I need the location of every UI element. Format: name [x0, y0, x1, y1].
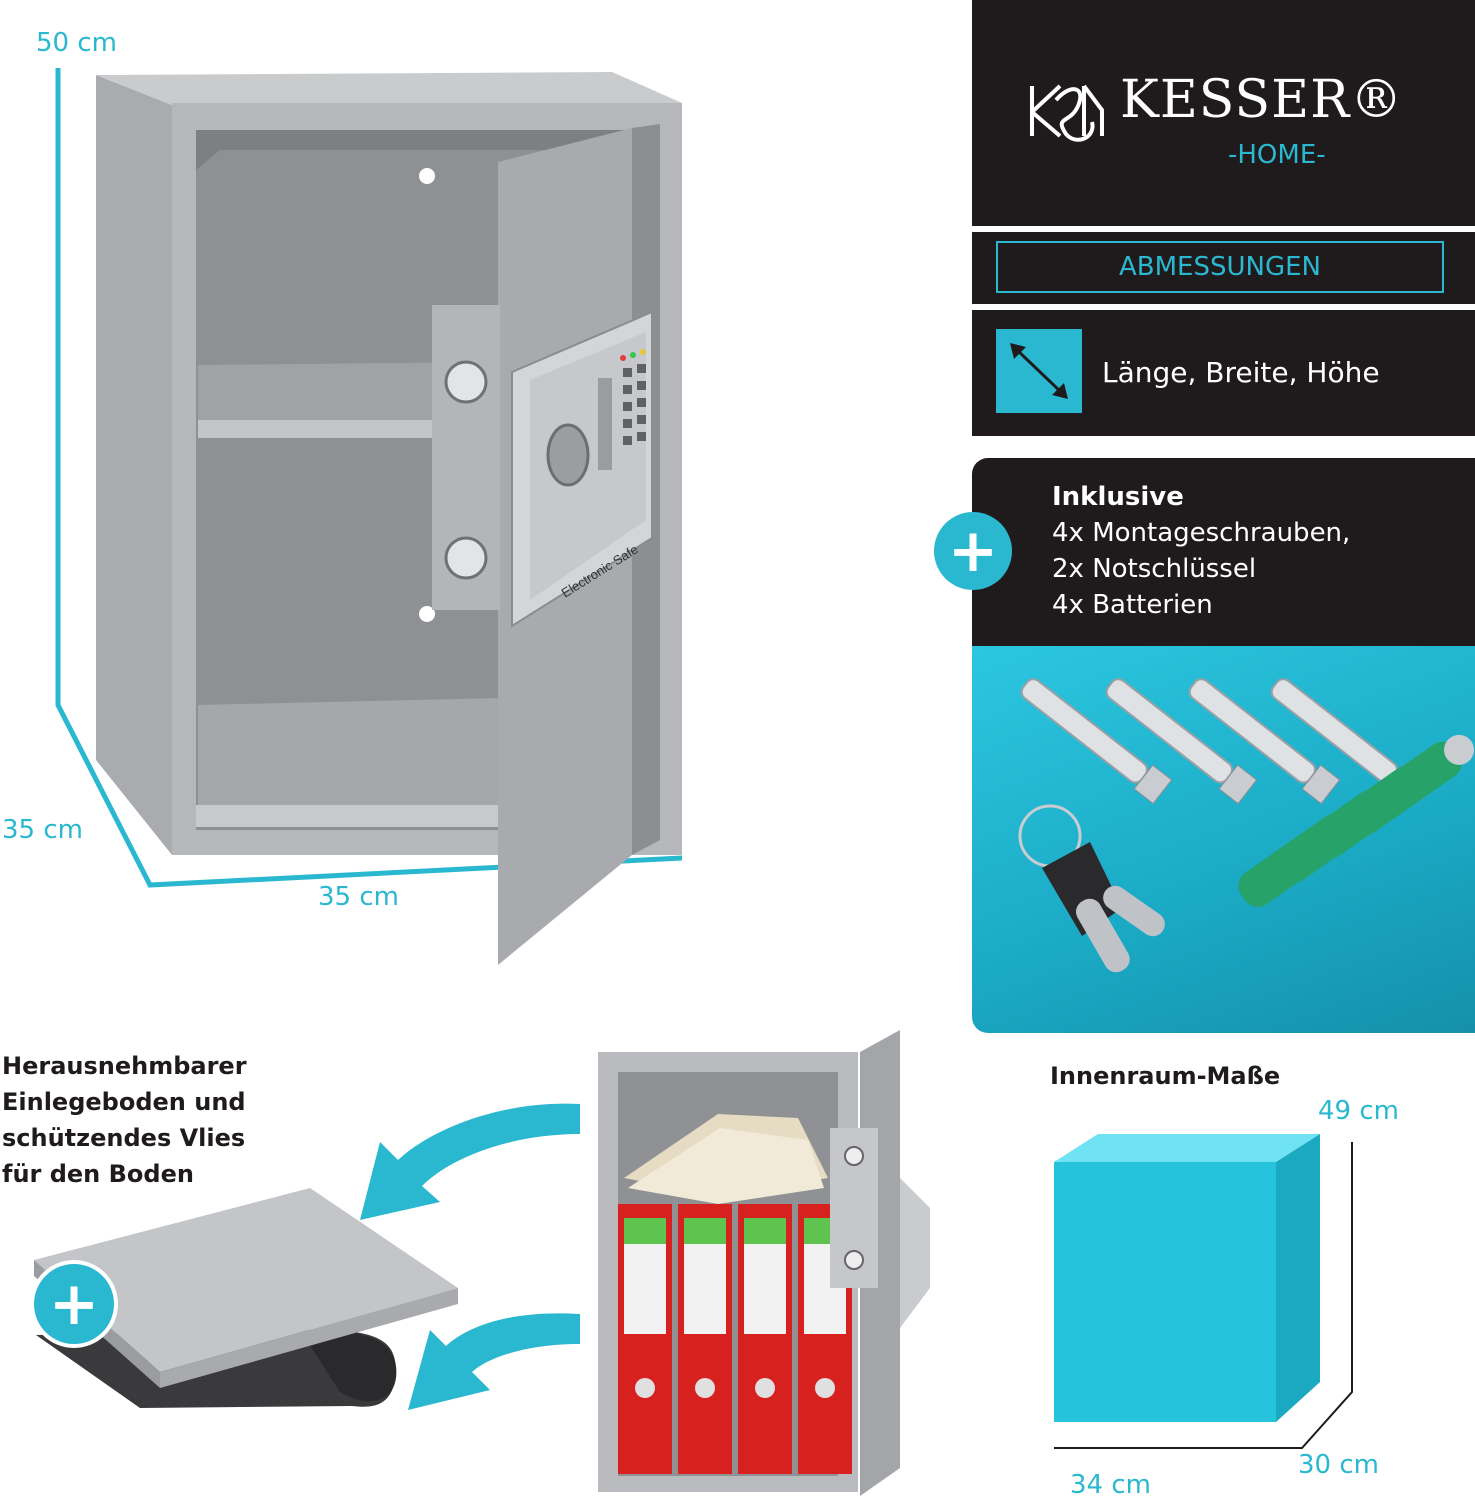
inclusive-item: 4x Batterien [1052, 590, 1213, 620]
shelf-description-line: Einlegeboden und [2, 1088, 246, 1116]
main-safe-illustration: Electronic Safe [55, 68, 683, 965]
shelf-description-line: für den Boden [2, 1160, 194, 1188]
inclusive-item: 4x Montageschrauben, [1052, 518, 1351, 548]
battery-icons [1238, 734, 1475, 907]
accessories-illustration [1018, 678, 1475, 973]
brand-name: KESSER® [1120, 70, 1404, 130]
inclusive-title: Inklusive [1052, 482, 1184, 512]
diagonal-arrow-icon [996, 329, 1082, 413]
emergency-key-icon [1018, 804, 1165, 973]
anchor-bolt-icons [1020, 678, 1423, 805]
dimension-lines [55, 68, 683, 888]
brand-subtitle: -HOME- [1228, 140, 1326, 170]
interior-dimension-lines [1054, 1142, 1353, 1449]
dimension-height-label: 50 cm [36, 28, 117, 58]
inclusive-panel [972, 458, 1475, 1033]
section-title: ABMESSUNGEN [996, 241, 1444, 293]
dimension-width-label: 35 cm [318, 882, 399, 912]
inclusive-item: 2x Notschlüssel [1052, 554, 1257, 584]
interior-title: Innenraum-Maße [1050, 1062, 1281, 1090]
dimension-depth-label: 35 cm [2, 815, 83, 845]
shelf-description-line: schützendes Vlies [2, 1124, 246, 1152]
shelf-description-line: Herausnehmbarer [2, 1052, 247, 1080]
interior-cube-illustration [1054, 1134, 1353, 1449]
safe-with-folders-illustration [598, 1030, 930, 1496]
dimension-legend-text: Länge, Breite, Höhe [1102, 356, 1380, 389]
brand-logo-icon [1030, 84, 1104, 142]
interior-height-label: 49 cm [1318, 1096, 1399, 1126]
plus-icon: + [934, 512, 1012, 590]
arrow-icons [360, 1103, 580, 1410]
interior-depth-label: 30 cm [1298, 1450, 1379, 1480]
plus-icon: + [30, 1260, 118, 1348]
interior-width-label: 34 cm [1070, 1470, 1151, 1500]
shelf-description: Herausnehmbarer Einlegeboden und schütze… [2, 1048, 247, 1192]
brand-header [972, 0, 1475, 226]
